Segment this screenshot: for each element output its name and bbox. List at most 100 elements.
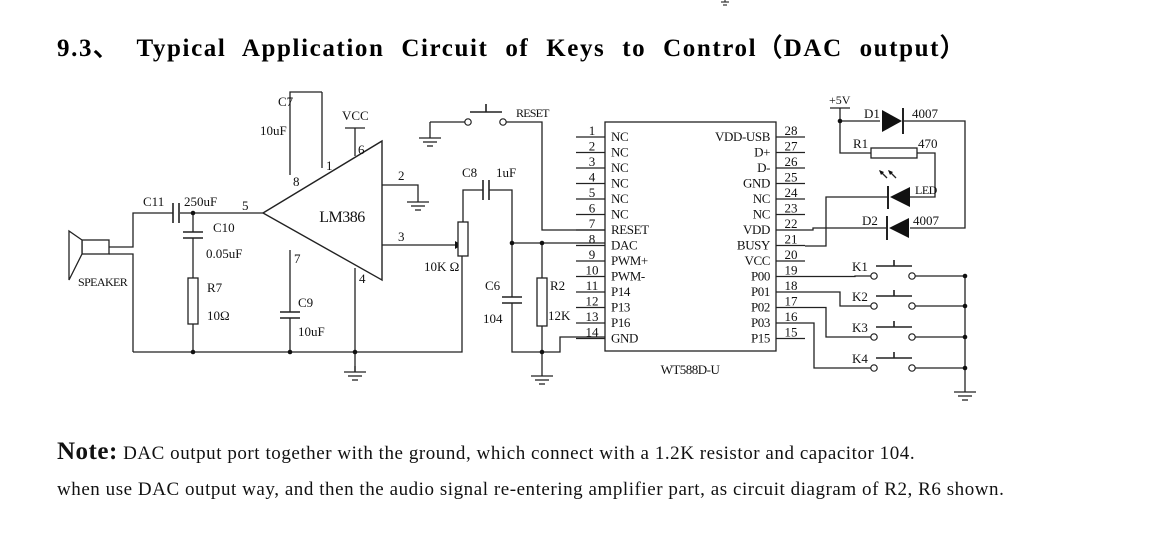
chip-pin-label-left: NC (611, 207, 628, 222)
junction-dot (509, 240, 515, 246)
r7-label: R7 (207, 280, 223, 295)
chip-pin-label-right: NC (753, 207, 770, 222)
junction-dot (962, 303, 968, 309)
c10-value: 0.05uF (206, 246, 242, 261)
chip-pin-label-right: NC (753, 191, 770, 206)
c8-wire (489, 189, 513, 243)
chip-pin-number-right: 26 (785, 154, 799, 169)
ground-bus (133, 245, 463, 353)
chip-pin-label-left: PWM+ (611, 253, 648, 268)
r2-value: 12K (548, 308, 571, 323)
chip-pin-number-right: 25 (785, 170, 798, 185)
d1-out-wire (903, 120, 966, 229)
chip-pin-number-left: 3 (589, 154, 596, 169)
reset-pin-wire (506, 121, 605, 231)
pin-label-8: 8 (293, 174, 300, 189)
key-switch-contact (870, 333, 878, 341)
reset-switch-contact (464, 118, 472, 126)
c9-label: C9 (298, 295, 313, 310)
v5-label: +5V (829, 93, 851, 107)
chip-pin-label-right: P03 (751, 315, 770, 330)
junction-dot (539, 240, 545, 246)
key-wire (805, 291, 871, 307)
junction-dot (962, 334, 968, 340)
key-wire (805, 322, 871, 369)
chip-pin-number-left: 5 (589, 185, 596, 200)
key-switch-contact (908, 272, 916, 280)
note-block: Note: DAC output port together with the … (57, 436, 1117, 506)
chip-pin-number-left: 12 (586, 294, 599, 309)
led-light-icon (888, 170, 893, 175)
r7-value: 10Ω (207, 308, 230, 323)
chip-pin-number-left: 11 (586, 278, 599, 293)
chip-pin-label-right: VCC (744, 253, 770, 268)
chip-pin-number-left: 4 (589, 170, 596, 185)
key-switch-contact (908, 302, 916, 310)
r1-label: R1 (853, 136, 868, 151)
key-wire (805, 275, 871, 278)
led-label: LED (915, 183, 938, 197)
d1-label: D1 (864, 106, 880, 121)
vcc-label: VCC (342, 108, 369, 123)
speaker-return-wire (109, 253, 134, 352)
r2-label: R2 (550, 278, 565, 293)
chip-pin-label-right: BUSY (737, 238, 771, 253)
amplifier-label: LM386 (319, 209, 365, 226)
chip-pin-number-left: 14 (586, 325, 600, 340)
pin-label-1: 1 (326, 158, 333, 173)
chip-pin-label-right: P02 (751, 300, 770, 315)
chip-pin-label-right: P01 (751, 284, 770, 299)
chip-pin-number-left: 8 (589, 232, 596, 247)
speaker-label: SPEAKER (78, 275, 128, 289)
c11-label: C11 (143, 194, 164, 209)
chip-pin-label-right: P15 (751, 331, 770, 346)
c10-label: C10 (213, 220, 235, 235)
key-wire (805, 306, 871, 338)
chip-pin-number-left: 2 (589, 139, 596, 154)
page-marker-icon (719, 0, 731, 6)
chip-pin-label-right: P00 (751, 269, 770, 284)
junction-dot (190, 210, 196, 216)
chip-pin-number-left: 1 (589, 123, 596, 138)
speaker-icon (81, 239, 110, 255)
reset-switch-contact (499, 118, 507, 126)
c8-value: 1uF (496, 165, 516, 180)
chip-pin-label-left: NC (611, 145, 628, 160)
chip-pin-number-right: 19 (785, 263, 798, 278)
chip-pin-label-left: NC (611, 176, 628, 191)
r1-value: 470 (918, 136, 938, 151)
c7-label: C7 (278, 94, 294, 109)
key-switch-contact (908, 333, 916, 341)
busy-wire (805, 196, 888, 247)
pin-label-2: 2 (398, 168, 405, 183)
pot-wire (462, 189, 483, 222)
note-label: Note: (57, 438, 118, 465)
vdd-wire (805, 227, 887, 231)
chip-pin-label-left: P13 (611, 300, 630, 315)
speaker-icon (68, 229, 83, 281)
chip-pin-number-left: 13 (586, 309, 599, 324)
pot-label: 10K Ω (424, 259, 459, 274)
note-line-1: Note: DAC output port together with the … (57, 436, 1117, 470)
chip-pin-number-right: 28 (785, 123, 798, 138)
junction-dot (287, 349, 293, 355)
chip-pin-number-right: 20 (785, 247, 798, 262)
chip-pin-label-left: NC (611, 129, 628, 144)
speaker-wire (109, 212, 173, 248)
led-light-icon (879, 170, 884, 175)
d1-value: 4007 (912, 106, 939, 121)
chip-pin-number-right: 27 (785, 139, 799, 154)
chip-pin-label-left: P14 (611, 284, 631, 299)
key-label-2: K2 (852, 289, 868, 304)
r7-resistor-icon (187, 277, 199, 325)
junction-dot (962, 365, 968, 371)
reset-switch-label: RESET (516, 106, 550, 120)
chip-pin-number-right: 17 (785, 294, 799, 309)
junction-dot (962, 273, 968, 279)
chip-name: WT588D-U (661, 362, 721, 377)
circuit-symbols (68, 104, 976, 401)
chip-pin-label-left: DAC (611, 238, 637, 253)
chip-pin-number-left: 6 (589, 201, 596, 216)
junction-dot (539, 349, 545, 355)
c8-label: C8 (462, 165, 477, 180)
